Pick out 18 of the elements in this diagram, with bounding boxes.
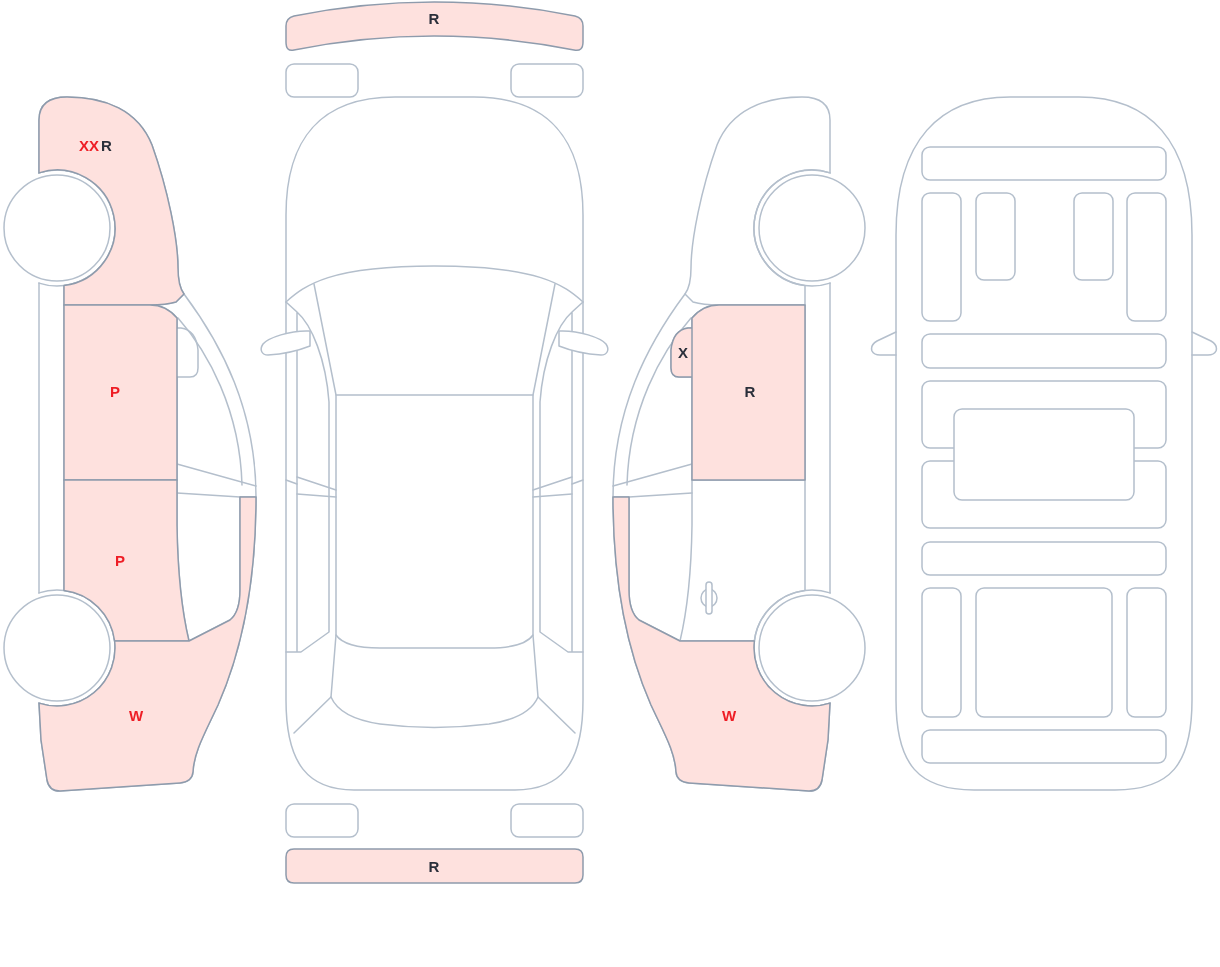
shaded-rear-panel bbox=[613, 497, 830, 791]
shaded-fender bbox=[39, 97, 184, 305]
shaded-window-panel bbox=[671, 328, 693, 377]
shaded-door bbox=[64, 305, 177, 480]
shaded-bumper bbox=[286, 2, 583, 52]
damage-code: P bbox=[115, 552, 125, 568]
shaded-door bbox=[692, 305, 805, 480]
damage-code: W bbox=[721, 707, 737, 723]
damage-code: R bbox=[101, 137, 112, 153]
damage-code: R bbox=[428, 10, 440, 26]
damage-code: X bbox=[678, 344, 688, 360]
damage-code: R bbox=[428, 858, 440, 874]
shaded-door bbox=[64, 480, 189, 641]
damage-code: R bbox=[744, 383, 756, 399]
damage-code: W bbox=[128, 707, 144, 723]
damage-code: XX bbox=[79, 137, 99, 153]
damage-code: P bbox=[110, 383, 120, 399]
shaded-bumper bbox=[286, 849, 583, 883]
